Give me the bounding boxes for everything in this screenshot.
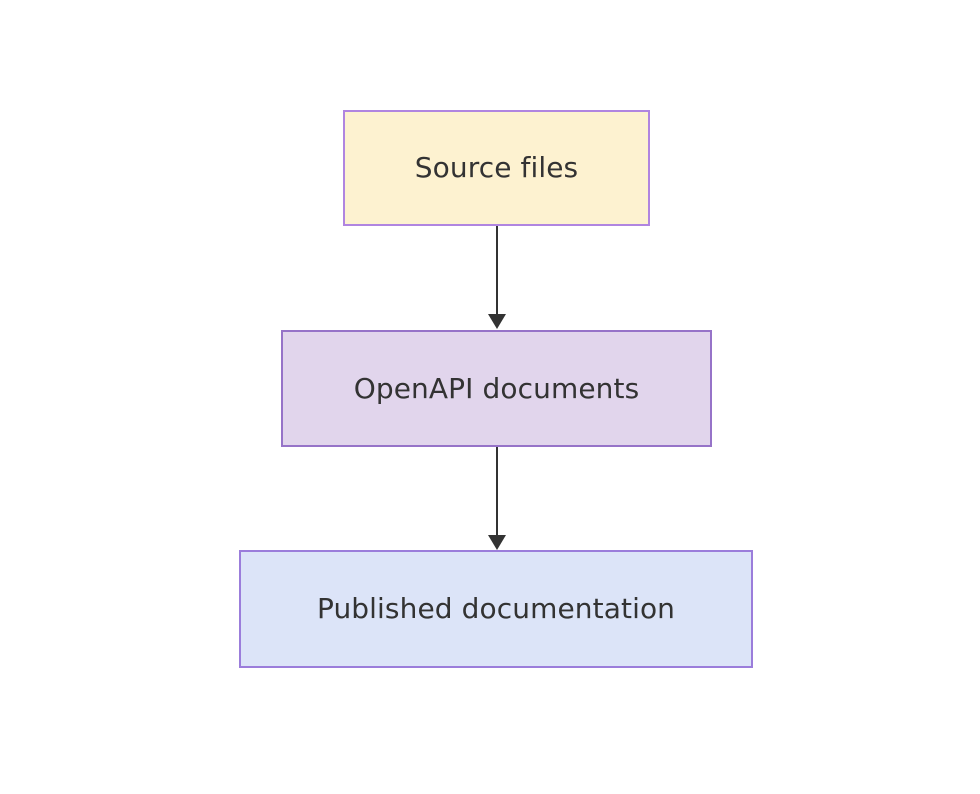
node-source-files[interactable]: Source files — [343, 110, 650, 226]
arrowhead-icon — [488, 314, 506, 329]
node-openapi-documents-label: OpenAPI documents — [353, 371, 640, 405]
node-source-files-label: Source files — [414, 151, 579, 185]
arrowhead-icon — [488, 535, 506, 550]
node-published-documentation[interactable]: Published documentation — [239, 550, 753, 668]
node-openapi-documents[interactable]: OpenAPI documents — [281, 330, 712, 447]
node-published-documentation-label: Published documentation — [316, 592, 676, 626]
